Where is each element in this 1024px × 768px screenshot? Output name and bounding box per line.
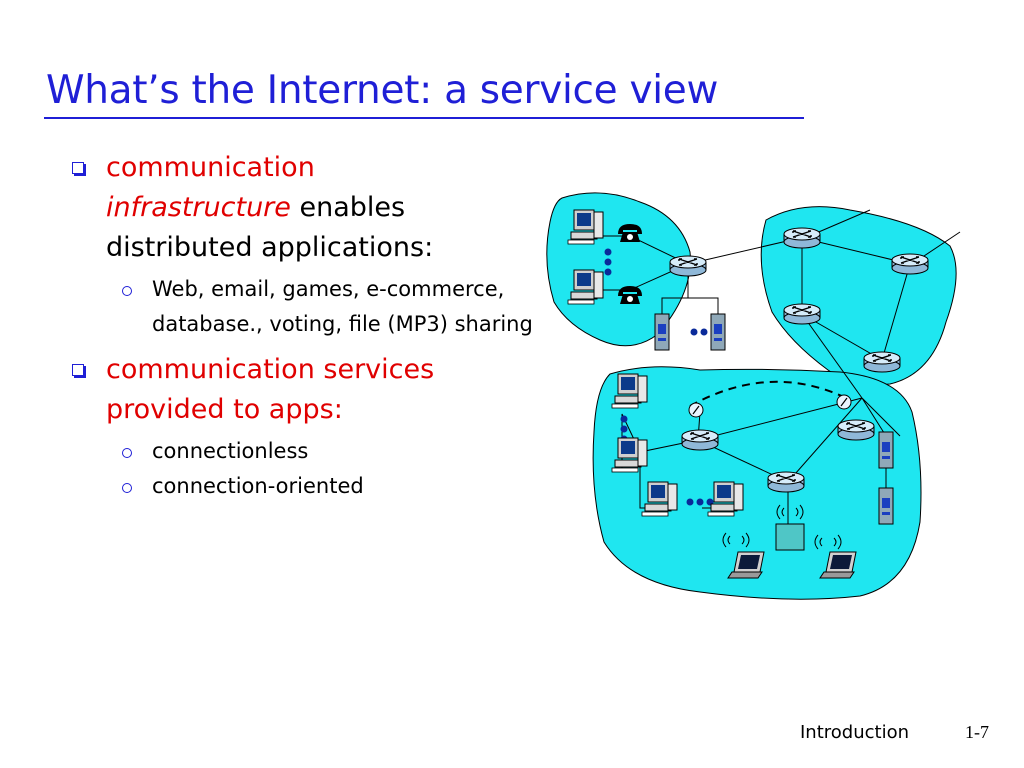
sub-bullet-applications: Web, email, games, e-commerce, database.… bbox=[66, 272, 536, 342]
footer-section-label: Introduction bbox=[800, 722, 910, 743]
square-bullet-icon bbox=[72, 162, 84, 174]
circle-bullet-icon bbox=[122, 448, 132, 458]
sub-bullet-text: connection-oriented bbox=[152, 474, 364, 498]
square-bullet-icon bbox=[72, 364, 84, 376]
circle-bullet-icon bbox=[122, 286, 132, 296]
title-underline bbox=[44, 117, 804, 119]
sub-bullet-text: connectionless bbox=[152, 439, 309, 463]
sub-bullet-connectionless: connectionless bbox=[66, 434, 536, 469]
circle-bullet-icon bbox=[122, 483, 132, 493]
slide-title: What’s the Internet: a service view bbox=[46, 68, 719, 113]
sub-bullet-list: connectionless connection-oriented bbox=[66, 434, 536, 504]
bullet-list: communication infrastructure enables dis… bbox=[66, 148, 536, 512]
bullet-red-text: communication bbox=[106, 152, 315, 183]
sub-bullet-connection-oriented: connection-oriented bbox=[66, 469, 536, 504]
bullet-infrastructure: communication infrastructure enables dis… bbox=[66, 148, 536, 268]
sub-bullet-list: Web, email, games, e-commerce, database.… bbox=[66, 272, 536, 342]
bullet-red-text: communication services provided to apps: bbox=[106, 354, 435, 425]
network-diagram bbox=[546, 192, 961, 600]
bullet-services: communication services provided to apps: bbox=[66, 350, 536, 430]
footer-page-number: 1-7 bbox=[965, 722, 989, 742]
sub-bullet-text: Web, email, games, e-commerce, database.… bbox=[152, 277, 533, 336]
bullet-red-italic-text: infrastructure bbox=[106, 192, 291, 223]
bullet-black-text: enables distributed applications: bbox=[106, 192, 434, 263]
